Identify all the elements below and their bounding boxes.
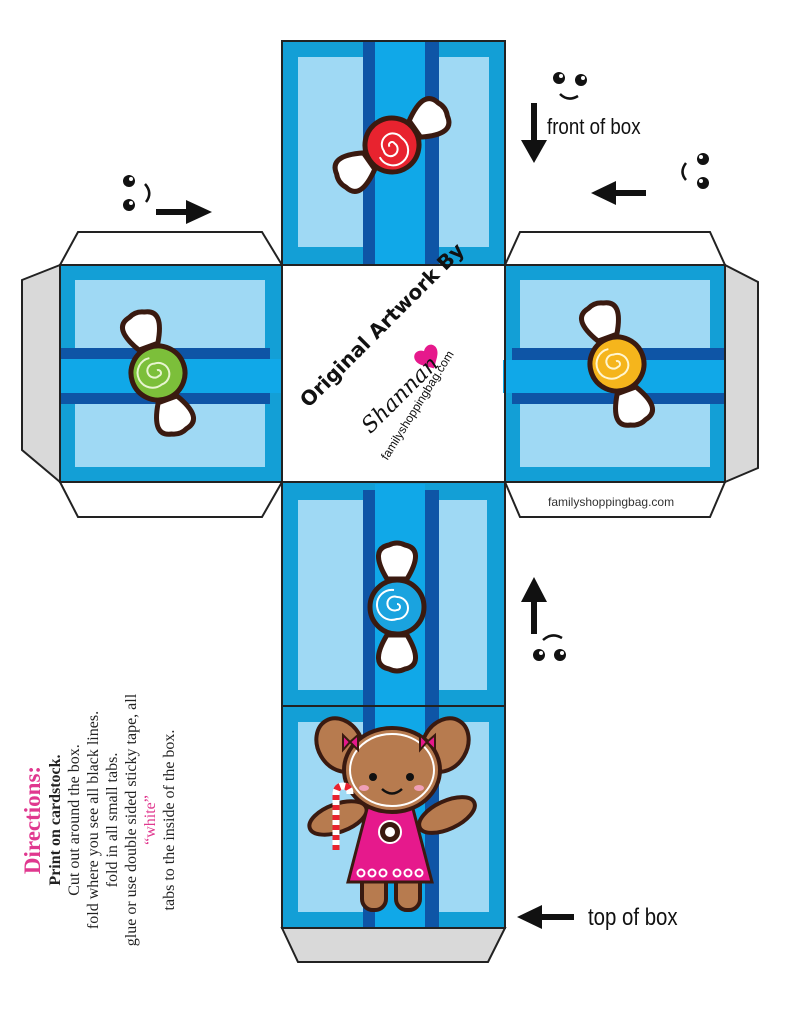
top-of-box-label: top of box [588,904,678,931]
directions-title: Directions: [20,765,45,875]
candy-cane-icon [332,782,354,850]
directions-line-5: tabs to the inside of the box. [161,729,178,911]
gingerbread-girl-icon [307,716,477,912]
face-back-icon [533,634,566,661]
arrow-up-icon [521,577,547,634]
arrow-right-icon [156,200,212,224]
left-side-tab [21,263,61,485]
arrow-left-icon [591,181,646,205]
directions-subtitle: Print on cardstock. [47,754,64,886]
candy-yellow-icon [579,300,655,428]
panel-center [281,264,506,483]
right-side-tab [724,263,759,484]
right-top-tab [503,231,727,266]
directions-line-1: Cut out around the box. [66,744,83,896]
candy-blue-icon [367,540,427,674]
front-of-box-label: front of box [547,114,641,139]
bottom-tab [280,927,507,963]
face-left-icon [123,175,151,211]
directions-line-4-text: glue or use double sided sticky tape, al… [123,693,140,947]
arrow-down-icon [521,103,547,163]
white-highlight: “white” [142,795,159,845]
face-front-icon [553,72,587,100]
candy-green-icon [120,309,196,437]
directions-line-3: fold in all small tabs. [104,752,121,888]
directions-line-2: fold where you see all black lines. [85,710,102,930]
candy-red-icon [332,96,452,194]
left-top-tab [58,231,284,266]
heart-icon [414,344,438,369]
face-right-icon [681,153,709,189]
watermark-url: familyshoppingbag.com [548,495,675,509]
directions-block: Directions: Print on cardstock. Cut out … [20,670,250,970]
arrow-left-top-icon [517,905,574,929]
directions-line-4: glue or use double sided sticky tape, al… [122,670,160,970]
left-bottom-tab [58,481,284,518]
